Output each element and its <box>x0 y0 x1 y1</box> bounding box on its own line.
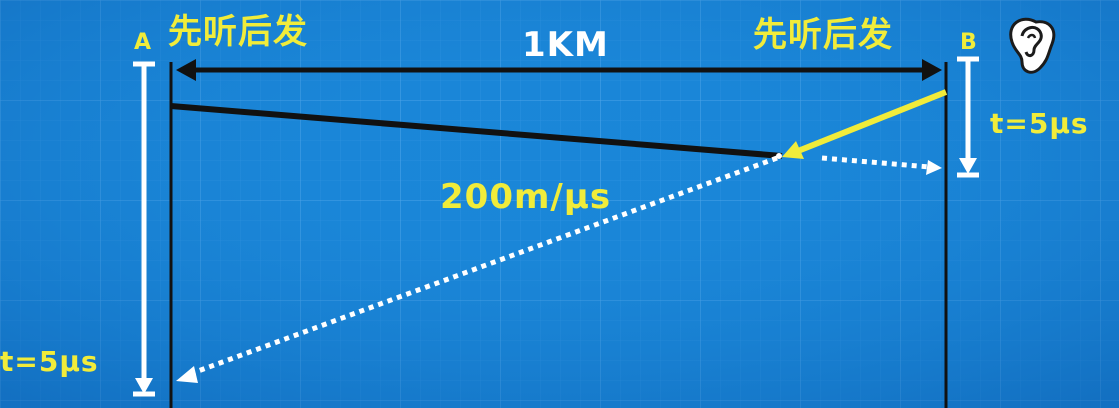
collision-point <box>776 153 782 159</box>
node-b-action: 先听后发 <box>753 15 893 55</box>
speed-label: 200m/μs <box>440 177 612 217</box>
node-a-label: A <box>134 30 152 55</box>
propagation-to-a <box>176 155 778 383</box>
node-b-label: B <box>960 30 977 55</box>
time-bracket-a <box>133 61 155 397</box>
time-b-label: t=5μs <box>990 107 1089 140</box>
time-bracket-b <box>957 56 979 178</box>
node-a-action: 先听后发 <box>168 12 308 52</box>
time-a-label: t=5μs <box>0 345 99 378</box>
signal-b-arrow <box>782 89 948 159</box>
propagation-to-b <box>821 155 942 175</box>
signal-a-line <box>170 103 783 159</box>
distance-label: 1KM <box>522 25 609 65</box>
distance-arrow <box>176 59 942 81</box>
ear-icon <box>1009 17 1056 74</box>
